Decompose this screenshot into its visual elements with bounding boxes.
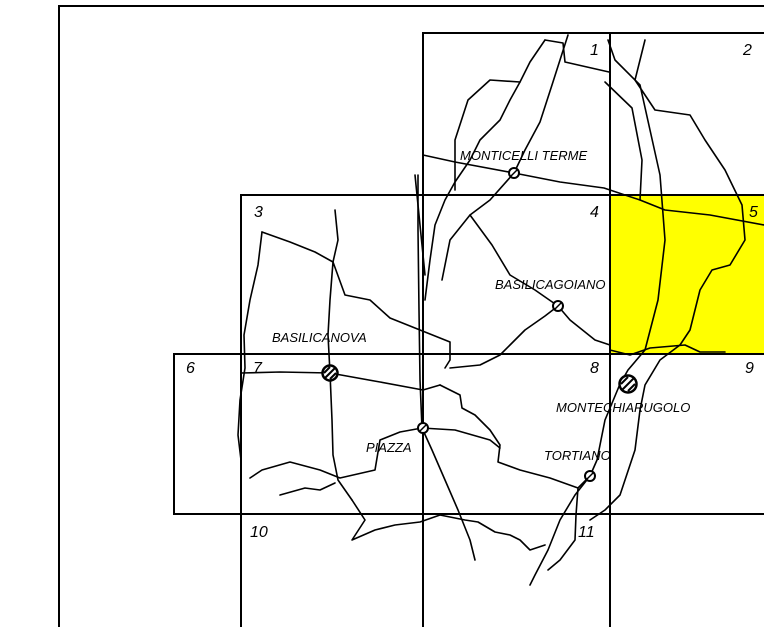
- road-21: [414, 174, 426, 276]
- tile-number-3: 3: [254, 204, 263, 221]
- label-basilicagoiano: BASILICAGOIANO: [495, 277, 606, 292]
- road-19: [439, 384, 591, 489]
- label-monticelli-terme: MONTICELLI TERME: [460, 148, 587, 163]
- tile-number-1: 1: [590, 42, 599, 59]
- settlement-markers: [321, 167, 638, 482]
- road-8: [604, 81, 643, 201]
- label-piazza: PIAZZA: [366, 440, 412, 455]
- marker-montechiarugolo-hatch: [621, 377, 635, 391]
- road-10: [589, 344, 681, 521]
- tile-9[interactable]: [609, 353, 764, 515]
- highlight-tile-5[interactable]: [610, 195, 764, 354]
- place-labels: MONTICELLI TERME BASILICAGOIANO BASILICA…: [272, 148, 690, 463]
- marker-monticelli-terme-hatch: [509, 168, 519, 178]
- tile-number-11: 11: [578, 524, 595, 541]
- road-6: [607, 39, 666, 385]
- tile-number-10: 10: [250, 524, 268, 541]
- tile-number-labels: 1 2 3 4 5 6 7 8 9 10 11: [186, 42, 758, 541]
- tile-number-4: 4: [590, 204, 599, 221]
- road-5: [424, 81, 521, 301]
- tile-number-9: 9: [745, 360, 754, 377]
- road-18: [240, 371, 441, 391]
- road-network: [237, 34, 764, 586]
- tile-8[interactable]: [422, 353, 611, 515]
- tile-11[interactable]: [422, 513, 611, 632]
- road-20: [417, 174, 476, 561]
- road-24: [351, 499, 546, 551]
- road-11: [609, 344, 726, 356]
- road-2: [454, 39, 546, 191]
- road-7: [634, 39, 746, 346]
- road-13: [449, 305, 559, 369]
- tile-number-6: 6: [186, 360, 195, 377]
- tile-6[interactable]: [173, 353, 242, 515]
- tile-grid: [173, 32, 764, 632]
- tile-number-2: 2: [742, 42, 752, 59]
- marker-basilicanova-hatch-3: [329, 372, 337, 380]
- marker-montechiarugolo-hatch-3: [627, 383, 636, 392]
- marker-basilicanova-hatch-2: [323, 366, 331, 374]
- marker-basilicagoiano-hatch: [553, 301, 563, 311]
- map-frame: [58, 5, 764, 632]
- tile-number-8: 8: [590, 360, 599, 377]
- road-12: [469, 214, 559, 307]
- label-montechiarugolo: MONTECHIARUGOLO: [556, 400, 690, 415]
- label-tortiano: TORTIANO: [544, 448, 611, 463]
- marker-basilicanova-hatch: [324, 367, 336, 379]
- road-9: [529, 383, 621, 586]
- road-22: [249, 427, 423, 479]
- road-4: [422, 154, 764, 226]
- road-23: [421, 427, 501, 449]
- road-14: [557, 305, 611, 346]
- road-16: [237, 231, 263, 461]
- road-26: [547, 487, 579, 571]
- tile-number-5: 5: [749, 204, 758, 221]
- tile-number-7: 7: [253, 360, 263, 377]
- label-basilicanova: BASILICANOVA: [272, 330, 367, 345]
- marker-tortiano-hatch: [585, 471, 595, 481]
- road-25: [279, 482, 336, 496]
- road-17: [327, 209, 353, 501]
- road-15: [261, 231, 451, 369]
- tile-10[interactable]: [240, 513, 424, 632]
- road-1: [544, 39, 610, 73]
- marker-montechiarugolo-hatch-2: [620, 376, 629, 385]
- marker-piazza-hatch: [418, 423, 428, 433]
